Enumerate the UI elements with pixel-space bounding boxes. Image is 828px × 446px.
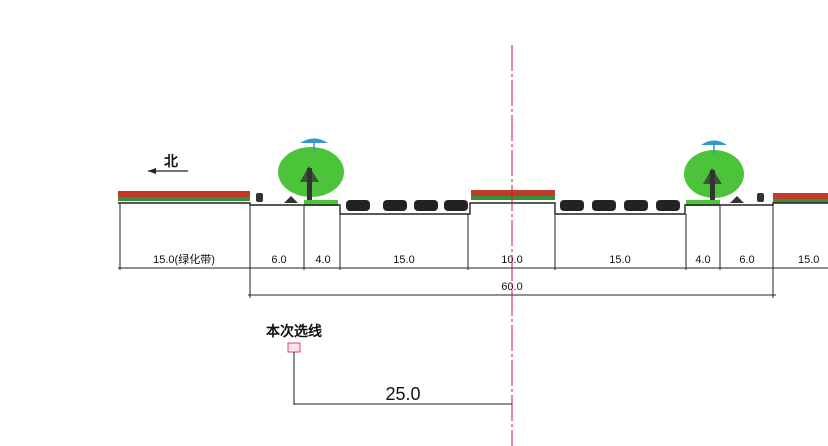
north-label: 北 bbox=[164, 154, 178, 170]
road-surface-profile bbox=[118, 202, 828, 215]
dim-sidewalk-left: 6.0 bbox=[271, 254, 286, 266]
dim-sidewalk-right: 6.0 bbox=[739, 254, 754, 266]
median-hedge bbox=[471, 190, 555, 200]
left-carriageway-vehicles bbox=[346, 200, 468, 211]
offset-distance-label: 25.0 bbox=[385, 384, 420, 404]
right-sidewalk-pedestrian-icon bbox=[730, 193, 764, 203]
route-label: 本次选线 bbox=[266, 323, 322, 340]
dim-green-belt-right: 15.0 bbox=[798, 254, 819, 266]
right-tree-icon bbox=[684, 140, 744, 206]
right-green-belt-hedge bbox=[773, 193, 828, 203]
right-carriageway-vehicles bbox=[560, 200, 680, 211]
dimension-extension-lines bbox=[119, 203, 774, 298]
dim-planting-left: 4.0 bbox=[315, 254, 330, 266]
dim-planting-right: 4.0 bbox=[695, 254, 710, 266]
left-green-belt-hedge bbox=[118, 191, 250, 201]
dim-carriageway-left: 15.0 bbox=[393, 254, 414, 266]
north-arrow: 北 bbox=[148, 154, 188, 174]
left-sidewalk-pedestrian-icon bbox=[256, 193, 298, 203]
dim-green-belt-left: 15.0(绿化带) bbox=[153, 252, 215, 266]
left-tree-icon bbox=[278, 138, 344, 206]
route-selection-marker: 本次选线 25.0 bbox=[266, 323, 512, 405]
segment-dimension-labels: 15.0(绿化带) 6.0 4.0 15.0 10.0 15.0 4.0 6.0… bbox=[153, 252, 819, 293]
dim-carriageway-right: 15.0 bbox=[609, 254, 630, 266]
